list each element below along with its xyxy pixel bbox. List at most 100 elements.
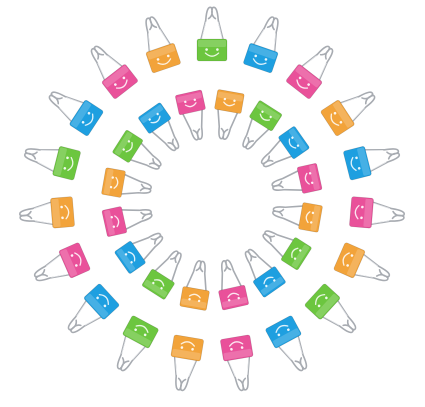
smiley-eye bbox=[124, 253, 128, 256]
smiley-mouth bbox=[157, 58, 172, 65]
inner-ring-clip bbox=[242, 100, 282, 150]
smiley-mouth bbox=[354, 204, 360, 220]
smiley-mouth bbox=[113, 176, 119, 189]
clip-wire-handles bbox=[118, 173, 152, 195]
clip-wire-handles bbox=[252, 16, 279, 55]
clip-wire-handles bbox=[220, 259, 243, 293]
outer-ring-clip bbox=[349, 196, 405, 229]
smiley-eye bbox=[122, 148, 125, 151]
smiley-eye bbox=[325, 296, 328, 300]
clip-wire-handles bbox=[119, 208, 153, 231]
clip-body-highlight bbox=[60, 249, 78, 277]
clip-body-highlight bbox=[176, 92, 202, 103]
smiley-eye bbox=[156, 112, 159, 116]
smiley-eye bbox=[230, 348, 233, 351]
smiley-eye bbox=[152, 281, 155, 285]
smiley-eye bbox=[166, 54, 170, 58]
clip-body-highlight bbox=[103, 169, 114, 195]
clip-body bbox=[122, 315, 159, 349]
outer-ring-clip bbox=[23, 146, 81, 181]
clip-wire-handles bbox=[260, 137, 295, 168]
clip-body-highlight bbox=[295, 65, 321, 88]
smiley-mouth bbox=[259, 113, 271, 121]
clip-body-highlight bbox=[256, 102, 280, 121]
clip-wire-highlight bbox=[302, 55, 327, 80]
smiley-eye bbox=[287, 328, 290, 332]
smiley-mouth bbox=[223, 101, 236, 107]
smiley-eye bbox=[307, 83, 310, 86]
clip-wire-handles bbox=[19, 200, 56, 226]
clip-body-highlight bbox=[124, 328, 151, 347]
clip-wire-handles bbox=[199, 6, 225, 42]
clip-wire-highlight bbox=[33, 202, 53, 224]
clip-body-highlight bbox=[147, 44, 176, 60]
smiley-eye bbox=[269, 115, 272, 119]
smiley-eye bbox=[311, 211, 315, 215]
clip-wire-handles bbox=[217, 106, 239, 140]
smiley-eye bbox=[291, 136, 294, 139]
clip-wire-handles bbox=[299, 45, 334, 83]
smiley-mouth bbox=[350, 156, 357, 172]
clip-wire-handles bbox=[173, 354, 198, 392]
clip-body bbox=[145, 43, 181, 74]
clip-body-highlight bbox=[310, 205, 321, 231]
clip-body-highlight bbox=[53, 147, 67, 176]
clip-body-highlight bbox=[222, 297, 248, 308]
outer-ring-clip bbox=[48, 91, 104, 137]
smiley-eye bbox=[188, 298, 191, 301]
outer-ring-clip bbox=[265, 315, 308, 372]
clip-wire-handles bbox=[153, 250, 182, 284]
smiley-eye bbox=[361, 205, 364, 209]
smiley-mouth bbox=[125, 141, 133, 153]
smiley-eye bbox=[205, 48, 208, 51]
clip-body bbox=[278, 126, 310, 159]
inner-ring-clip bbox=[114, 232, 164, 274]
clip-body-highlight bbox=[357, 147, 371, 176]
smiley-eye bbox=[296, 144, 300, 147]
smiley-eye bbox=[109, 185, 113, 189]
smiley-eye bbox=[357, 167, 361, 170]
smiley-eye bbox=[233, 99, 236, 102]
clip-wire-highlight bbox=[59, 97, 84, 121]
clip-wire-handles bbox=[33, 252, 72, 282]
outer-ring-clip bbox=[343, 146, 401, 181]
smiley-eye bbox=[70, 254, 74, 257]
smiley-mouth bbox=[305, 211, 311, 224]
inner-ring-of-clips bbox=[101, 89, 323, 311]
clip-body bbox=[175, 89, 206, 115]
clip-wire-highlight bbox=[76, 301, 101, 326]
smiley-eye bbox=[180, 346, 184, 349]
clip-body bbox=[52, 146, 81, 181]
clip-body bbox=[298, 202, 323, 233]
clip-body-highlight bbox=[104, 210, 115, 236]
clip-body bbox=[101, 64, 138, 99]
smiley-mouth bbox=[150, 115, 161, 124]
clip-body-highlight bbox=[346, 249, 364, 277]
smiley-mouth bbox=[304, 172, 310, 185]
outer-ring-of-clips bbox=[19, 6, 405, 392]
clip-wire-handles bbox=[67, 298, 104, 334]
clip-body bbox=[220, 334, 254, 362]
smiley-eye bbox=[191, 348, 194, 351]
outer-ring-clip bbox=[286, 45, 334, 99]
outer-ring-clip bbox=[333, 242, 391, 282]
smiley-eye bbox=[134, 328, 137, 332]
smiley-eye bbox=[261, 110, 264, 113]
smiley-eye bbox=[122, 76, 126, 80]
smiley-eye bbox=[346, 264, 349, 267]
outer-ring-clip bbox=[19, 196, 75, 229]
outer-ring-clip bbox=[304, 283, 357, 334]
clip-wire-handles bbox=[145, 16, 172, 55]
outer-ring-clip bbox=[196, 6, 228, 62]
clip-wire-highlight bbox=[97, 55, 122, 80]
clip-body bbox=[214, 89, 245, 114]
clip-body-highlight bbox=[51, 198, 61, 228]
clip-body bbox=[179, 286, 210, 311]
clip-wire-highlight bbox=[355, 255, 378, 278]
inner-ring-clip bbox=[112, 130, 162, 170]
clip-body bbox=[138, 102, 171, 134]
inner-ring-clip bbox=[262, 230, 312, 270]
inner-ring-clip bbox=[101, 167, 152, 198]
smiley-mouth bbox=[330, 113, 340, 126]
smiley-mouth bbox=[64, 204, 70, 220]
